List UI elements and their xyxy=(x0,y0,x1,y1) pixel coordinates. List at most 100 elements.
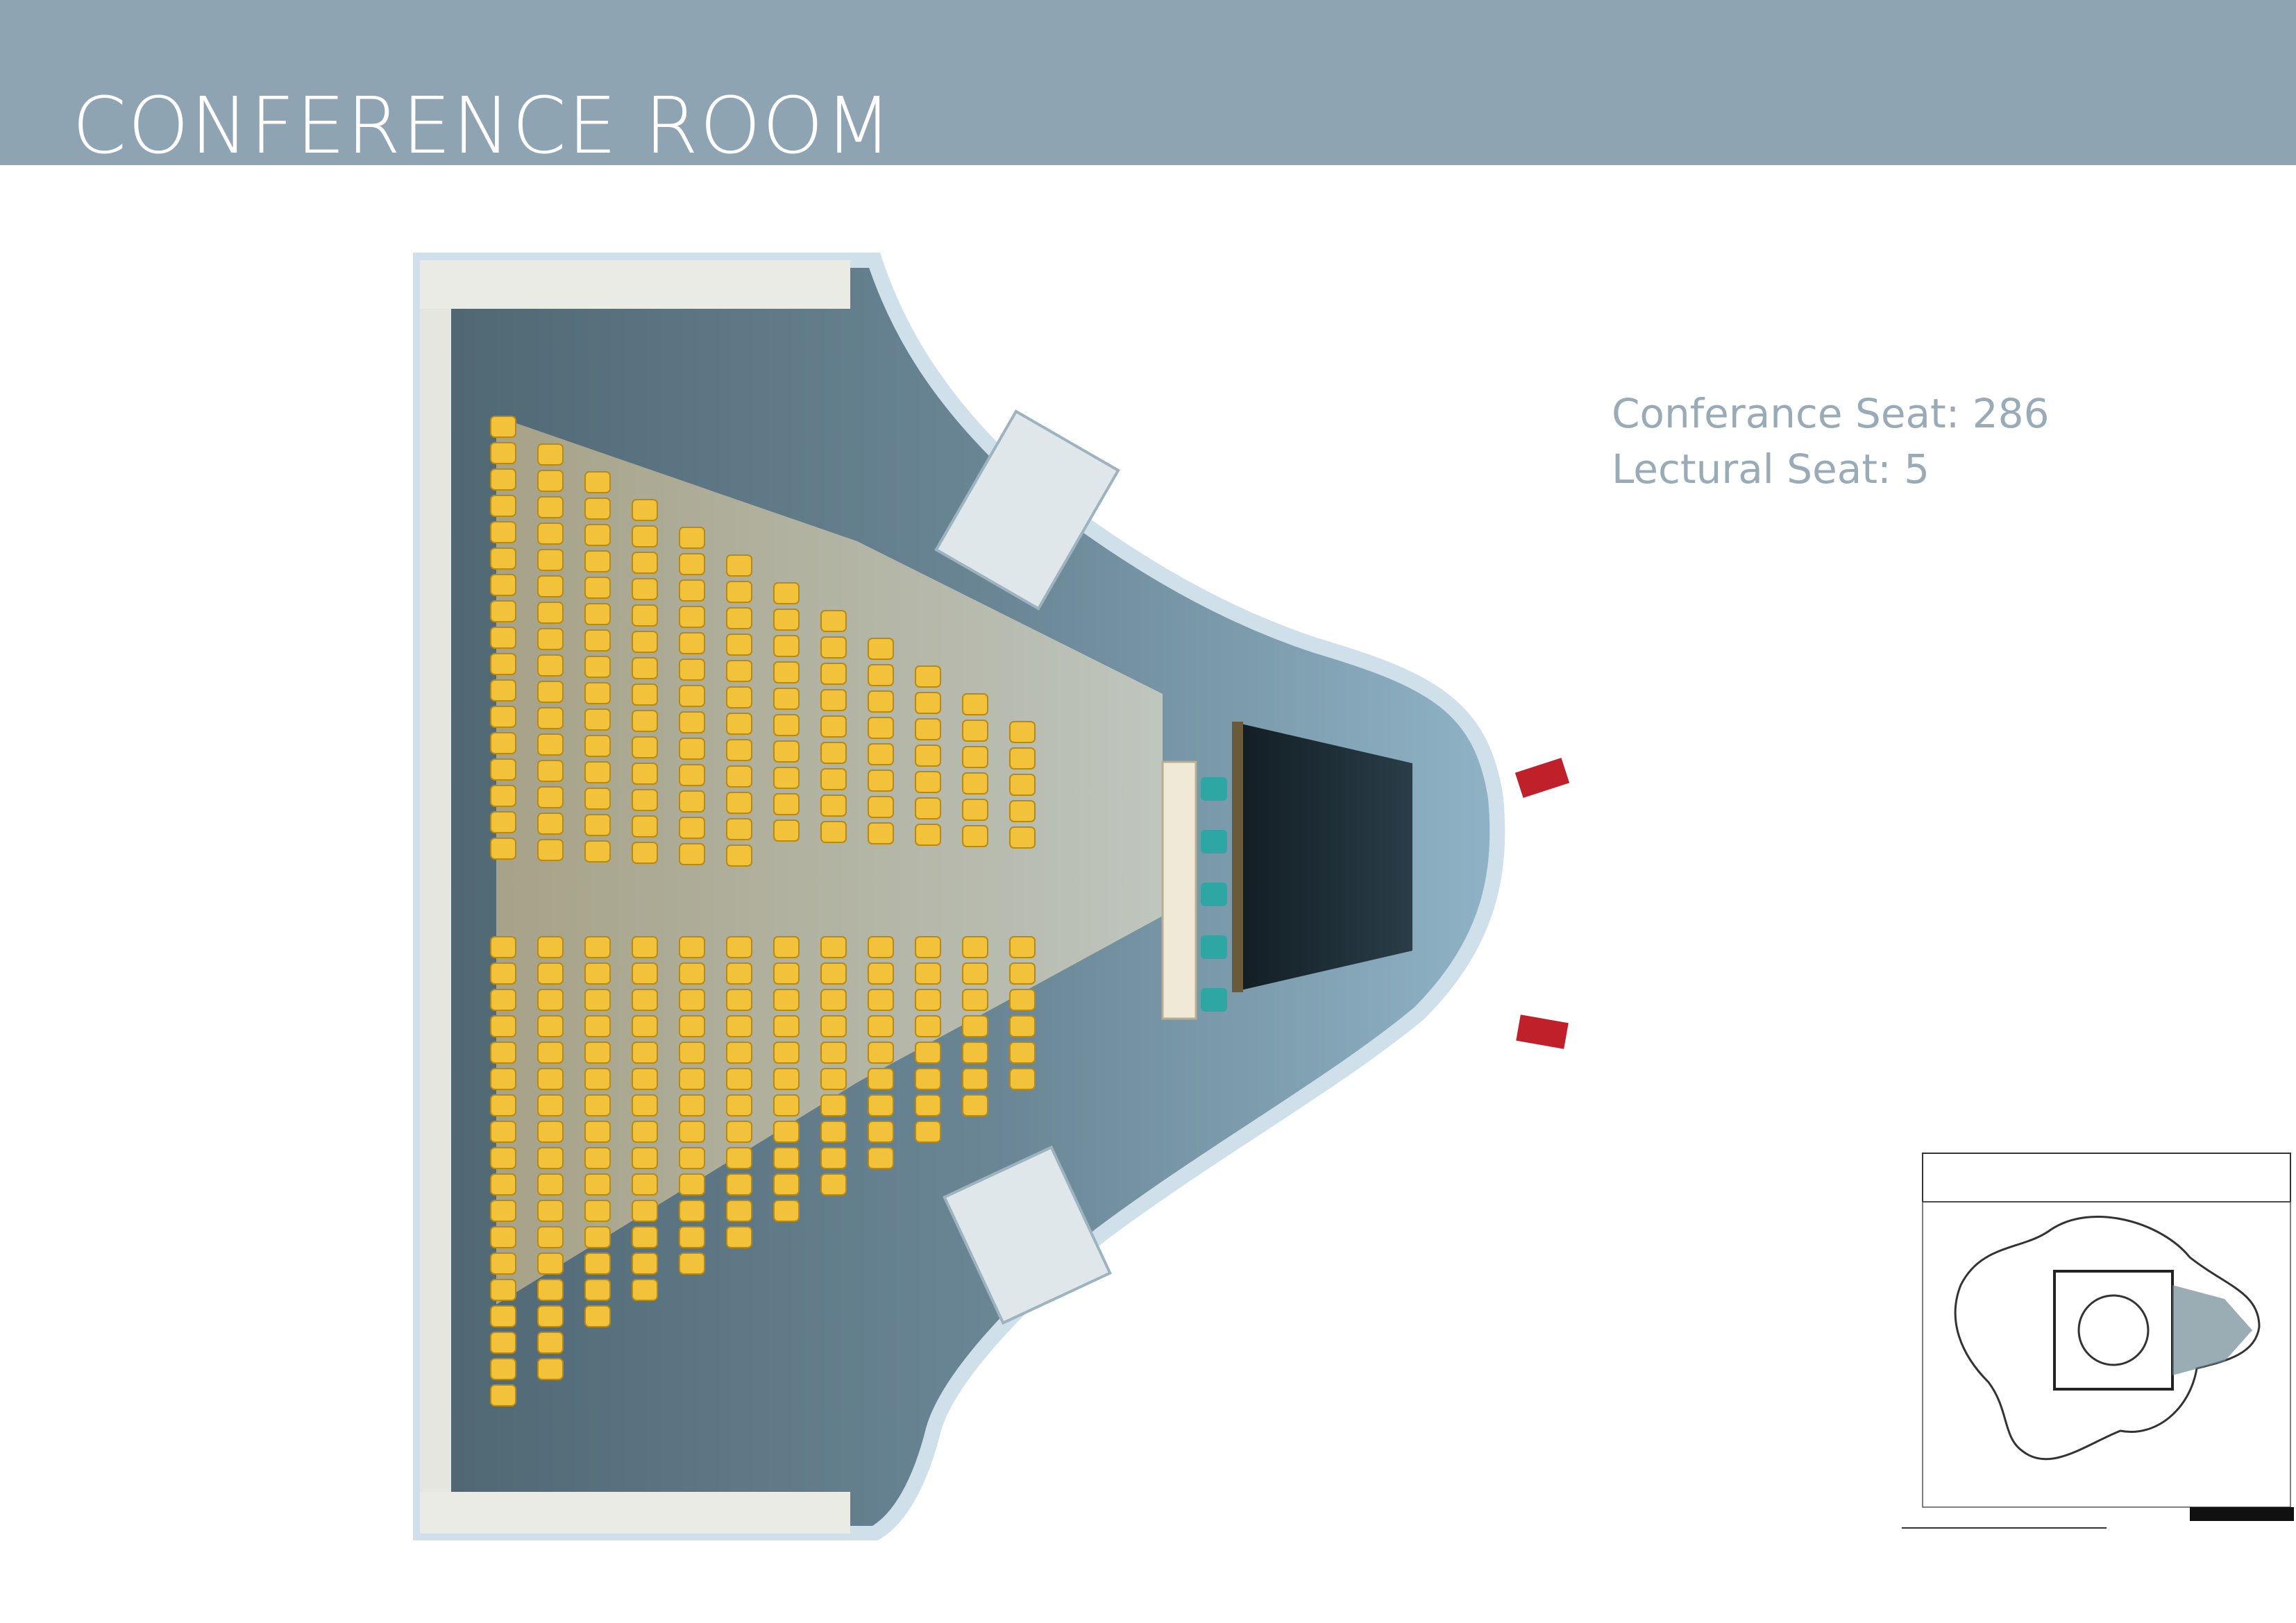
audience-seat xyxy=(726,765,752,788)
left-wall-panels xyxy=(420,264,451,1530)
audience-seat xyxy=(537,1094,564,1116)
audience-seat xyxy=(726,1094,752,1116)
audience-seat xyxy=(537,1226,564,1248)
audience-seat xyxy=(537,1015,564,1037)
audience-seat xyxy=(1009,826,1036,849)
audience-seat xyxy=(537,1305,564,1327)
red-door-bottom xyxy=(1516,1014,1569,1049)
audience-seat xyxy=(584,550,611,572)
audience-seat xyxy=(537,522,564,545)
audience-seat xyxy=(584,1147,611,1169)
audience-seat xyxy=(490,1121,516,1143)
audience-seat xyxy=(726,989,752,1011)
audience-seat xyxy=(490,1332,516,1354)
audience-seat xyxy=(490,653,516,675)
audience-seat xyxy=(537,786,564,808)
audience-seat xyxy=(632,736,658,758)
audience-seat xyxy=(537,1042,564,1064)
audience-seat xyxy=(584,1279,611,1301)
bottom-wall-panels xyxy=(420,1492,850,1533)
audience-seat xyxy=(773,819,800,842)
audience-seat xyxy=(962,825,988,847)
audience-seat xyxy=(632,552,658,574)
lower-booth xyxy=(943,1145,1112,1325)
lecturer-seat xyxy=(1201,935,1227,959)
audience-seat xyxy=(868,962,894,985)
audience-seat xyxy=(632,936,658,958)
audience-seat xyxy=(820,1068,847,1090)
audience-seat xyxy=(726,1226,752,1248)
audience-seat xyxy=(726,1200,752,1222)
audience-seat xyxy=(915,936,941,958)
audience-seat xyxy=(868,743,894,765)
audience-seat xyxy=(490,495,516,517)
audience-seat xyxy=(773,1147,800,1169)
audience-seat xyxy=(490,936,516,958)
audience-seat xyxy=(537,575,564,597)
audience-seat xyxy=(820,768,847,790)
audience-seat xyxy=(773,582,800,604)
audience-seat xyxy=(868,989,894,1011)
audience-seat xyxy=(632,1200,658,1222)
audience-seat xyxy=(537,989,564,1011)
audience-seat xyxy=(726,818,752,840)
audience-seat xyxy=(632,1068,658,1090)
audience-seat xyxy=(820,1173,847,1196)
audience-seat xyxy=(868,717,894,739)
audience-seat xyxy=(632,604,658,627)
audience-seat xyxy=(537,760,564,782)
page-title: CONFERENCE ROOM xyxy=(72,81,894,171)
audience-seat xyxy=(773,1015,800,1037)
audience-seat xyxy=(962,799,988,821)
audience-seat xyxy=(537,1068,564,1090)
audience-seat xyxy=(632,1279,658,1301)
audience-seat xyxy=(726,554,752,577)
conference-room-floor-plan xyxy=(413,253,1570,1540)
stage-front-edge xyxy=(1232,722,1243,992)
audience-seat xyxy=(915,771,941,793)
audience-seat xyxy=(726,792,752,814)
audience-seat xyxy=(537,681,564,703)
audience-seat xyxy=(868,1042,894,1064)
audience-seat xyxy=(584,936,611,958)
audience-seat xyxy=(537,1358,564,1380)
audience-seat xyxy=(490,521,516,543)
lecturer-seat xyxy=(1201,883,1227,906)
audience-seat xyxy=(868,690,894,713)
audience-seat xyxy=(962,693,988,715)
audience-seat xyxy=(820,636,847,658)
audience-seat xyxy=(773,1121,800,1143)
audience-seat xyxy=(726,581,752,603)
audience-seating xyxy=(490,416,1036,1407)
audience-seat xyxy=(773,609,800,631)
audience-seat xyxy=(537,602,564,624)
audience-seat xyxy=(632,789,658,811)
audience-seat xyxy=(584,989,611,1011)
audience-seat xyxy=(490,1094,516,1116)
audience-seat xyxy=(962,936,988,958)
audience-seat xyxy=(726,607,752,629)
audience-seat xyxy=(584,1094,611,1116)
audience-seat xyxy=(868,1068,894,1090)
audience-seat xyxy=(537,1173,564,1196)
audience-seat xyxy=(868,664,894,686)
audience-seat xyxy=(773,714,800,736)
audience-seat xyxy=(490,679,516,702)
audience-seat xyxy=(820,663,847,685)
audience-seat xyxy=(679,1068,705,1090)
audience-seat xyxy=(773,661,800,683)
audience-seat xyxy=(868,936,894,958)
audience-seat xyxy=(726,844,752,867)
audience-seat xyxy=(632,1252,658,1275)
audience-seat xyxy=(726,936,752,958)
audience-seat xyxy=(679,632,705,654)
audience-seat xyxy=(490,785,516,807)
audience-seat xyxy=(773,936,800,958)
audience-seat xyxy=(679,1200,705,1222)
audience-seat xyxy=(490,1015,516,1037)
aisle-light xyxy=(496,416,1163,1305)
audience-seat xyxy=(490,547,516,570)
audience-seat xyxy=(679,658,705,681)
audience-seat xyxy=(820,1042,847,1064)
audience-seat xyxy=(868,1147,894,1169)
